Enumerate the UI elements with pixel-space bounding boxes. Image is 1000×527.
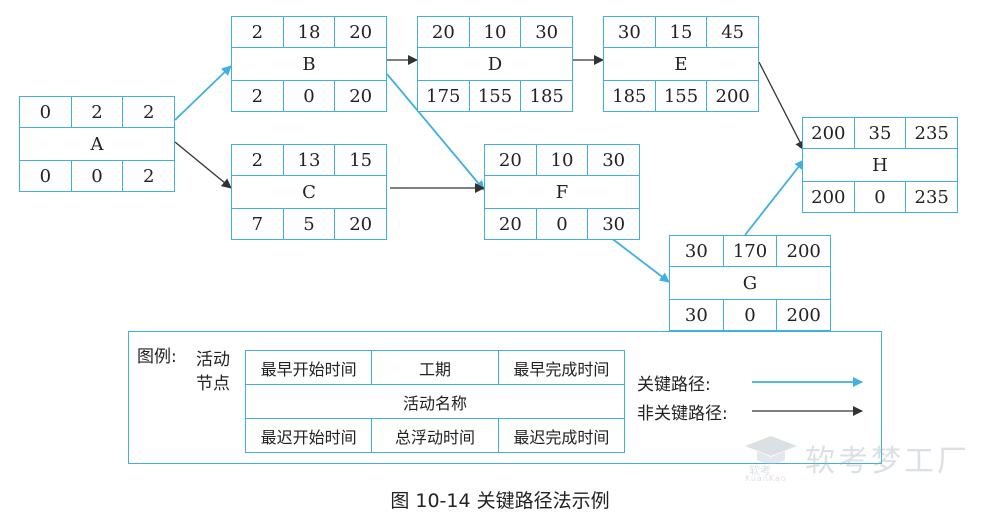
legend-ef: 最早完成时间 (513, 359, 610, 379)
node-d-lf: 185 (529, 85, 564, 107)
node-d-es: 20 (418, 17, 470, 47)
node-e-name: E (604, 47, 758, 81)
edge-a-c (174, 141, 232, 189)
node-f-name: F (485, 175, 639, 209)
legend-ls: 最迟开始时间 (246, 419, 373, 452)
node-h-ls: 200 (803, 182, 855, 212)
watermark-latin: KuanKao (745, 474, 787, 483)
edge-g-h (744, 159, 805, 236)
node-f-es: 20 (485, 145, 537, 175)
legend-critical-label: 关键路径: (637, 375, 711, 395)
edge-f-g (605, 233, 670, 283)
legend-title: 图例: (137, 347, 177, 367)
watermark-text: 软考梦工厂 (805, 444, 970, 479)
node-d-ls: 175 (418, 81, 470, 111)
node-f-total-float: 0 (537, 209, 589, 239)
node-d-ef: 30 (535, 21, 559, 43)
node-a-es: 0 (20, 97, 72, 127)
legend-node-label-1: 活动 (196, 350, 230, 370)
node-g-ef: 200 (786, 240, 821, 262)
node-a-total-float: 0 (72, 161, 124, 191)
node-e-lf: 200 (715, 85, 750, 107)
node-a-ef: 2 (142, 101, 155, 123)
node-b-total-float: 0 (284, 81, 336, 111)
node-d-name: D (418, 47, 572, 81)
node-c-ef: 15 (349, 149, 373, 171)
node-h-es: 200 (803, 118, 855, 148)
node-e-ef: 45 (721, 21, 745, 43)
legend-node-label: 活动 节点 (185, 348, 241, 396)
node-f-ef: 30 (602, 149, 626, 171)
watermark-logo: 软考梦工厂 软考 KuanKao (735, 430, 975, 490)
node-h-lf: 235 (914, 186, 949, 208)
node-a-name: A (20, 127, 174, 161)
node-d-total-float: 155 (470, 81, 522, 111)
node-a-duration: 2 (72, 97, 124, 127)
node-a-lf: 2 (142, 165, 155, 187)
node-e-es: 30 (604, 17, 656, 47)
node-c-name: C (232, 175, 386, 209)
node-f-ls: 20 (485, 209, 537, 239)
watermark-small: 软考 (749, 464, 771, 477)
graduation-cap-icon (745, 436, 797, 464)
node-h-duration: 35 (855, 118, 907, 148)
legend-tf: 总浮动时间 (372, 419, 499, 452)
legend-dur: 工期 (372, 351, 499, 384)
node-b-name: B (232, 47, 386, 81)
node-c-lf: 20 (349, 213, 373, 235)
node-g-total-float: 0 (724, 300, 778, 330)
node-e-ls: 185 (604, 81, 656, 111)
node-h-ef: 235 (914, 122, 949, 144)
node-f-duration: 10 (537, 145, 589, 175)
node-g-lf: 200 (786, 304, 821, 326)
node-b-duration: 18 (284, 17, 336, 47)
legend-node-table: 最早开始时间 工期 最早完成时间 活动名称 最迟开始时间 总浮动时间 最迟完成时… (245, 350, 625, 453)
node-a-ls: 0 (20, 161, 72, 191)
legend-es: 最早开始时间 (246, 351, 373, 384)
node-b-es: 2 (232, 17, 284, 47)
node-g-ls: 30 (670, 300, 724, 330)
legend-node-label-2: 节点 (196, 374, 230, 394)
node-b-ls: 2 (232, 81, 284, 111)
edge-b-f (386, 73, 485, 191)
node-e-duration: 15 (656, 17, 708, 47)
node-g-duration: 170 (724, 236, 778, 266)
node-c-duration: 13 (284, 145, 336, 175)
node-c-ls: 7 (232, 209, 284, 239)
figure-caption: 图 10-14 关键路径法示例 (390, 490, 610, 512)
legend-noncritical-label: 非关键路径: (637, 404, 728, 424)
node-g-name: G (670, 266, 830, 300)
node-f-lf: 30 (602, 213, 626, 235)
node-e-total-float: 155 (656, 81, 708, 111)
legend-lf: 最迟完成时间 (513, 427, 610, 447)
node-h-name: H (803, 148, 957, 182)
node-c-es: 2 (232, 145, 284, 175)
node-h-total-float: 0 (855, 182, 907, 212)
edge-e-h (758, 61, 805, 151)
node-d-duration: 10 (470, 17, 522, 47)
node-c-total-float: 5 (284, 209, 336, 239)
node-b-lf: 20 (349, 85, 373, 107)
node-b-ef: 20 (349, 21, 373, 43)
edge-a-b (174, 65, 232, 121)
node-g-es: 30 (670, 236, 724, 266)
legend: 图例: 活动 节点 最早开始时间 工期 最早完成时间 活动名称 最迟开始时间 总… (128, 331, 882, 464)
legend-name: 活动名称 (246, 384, 624, 419)
